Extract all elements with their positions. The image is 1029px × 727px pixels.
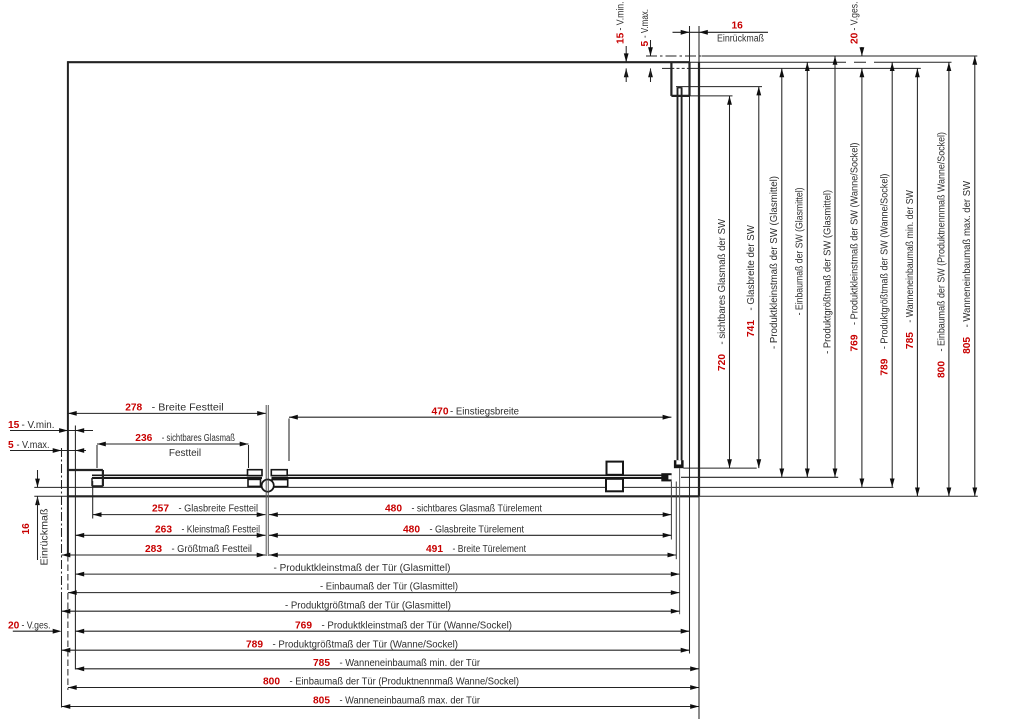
svg-text:- Produktgrößtmaß der Tür (Wan: - Produktgrößtmaß der Tür (Wanne/Sockel) <box>273 639 459 650</box>
svg-text:Einrückmaß: Einrückmaß <box>39 509 50 566</box>
svg-text:800: 800 <box>936 361 947 378</box>
svg-text:5: 5 <box>640 41 651 47</box>
svg-text:- Produktgrößtmaß der SW (Glas: - Produktgrößtmaß der SW (Glasmittel) <box>822 190 833 354</box>
svg-text:470: 470 <box>432 407 449 418</box>
svg-text:- Wanneneinbaumaß max. der SW: - Wanneneinbaumaß max. der SW <box>962 180 973 327</box>
svg-text:480: 480 <box>403 524 420 535</box>
svg-text:15: 15 <box>8 420 20 431</box>
svg-text:- Glasbreite Festteil: - Glasbreite Festteil <box>179 504 259 515</box>
svg-text:5: 5 <box>8 440 14 451</box>
svg-text:785: 785 <box>905 332 916 349</box>
svg-text:- Produktkleinstmaß der Tür (W: - Produktkleinstmaß der Tür (Wanne/Socke… <box>322 620 513 631</box>
svg-text:16: 16 <box>21 523 32 535</box>
svg-text:- Produktkleinstmaß der Tür (G: - Produktkleinstmaß der Tür (Glasmittel) <box>274 563 451 574</box>
svg-text:283: 283 <box>145 544 162 555</box>
svg-text:- sichtbares Glasmaß Türelemen: - sichtbares Glasmaß Türelement <box>412 504 543 515</box>
svg-text:- Wanneneinbaumaß max. der Tür: - Wanneneinbaumaß max. der Tür <box>340 696 481 707</box>
svg-text:- Einbaumaß der SW (Produktnen: - Einbaumaß der SW (Produktnennmaß Wanne… <box>936 132 947 352</box>
svg-text:- Produktgrößtmaß der SW (Wann: - Produktgrößtmaß der SW (Wanne/Sockel) <box>880 174 891 350</box>
svg-text:- sichtbares Glasmaß: - sichtbares Glasmaß <box>162 433 235 444</box>
svg-text:805: 805 <box>313 696 330 707</box>
svg-text:480: 480 <box>385 504 402 515</box>
svg-text:- Glasbreite der SW: - Glasbreite der SW <box>746 224 757 310</box>
svg-text:- Glasbreite Türelement: - Glasbreite Türelement <box>430 524 525 535</box>
svg-text:- Wanneneinbaumaß min. der Tür: - Wanneneinbaumaß min. der Tür <box>340 658 481 669</box>
svg-text:- Breite Festteil: - Breite Festteil <box>152 402 224 413</box>
svg-text:278: 278 <box>125 402 142 413</box>
svg-text:- Breite Türelement: - Breite Türelement <box>453 544 527 555</box>
svg-text:- V.ges.: - V.ges. <box>22 620 51 631</box>
svg-text:769: 769 <box>295 620 312 631</box>
svg-text:20: 20 <box>8 620 20 631</box>
svg-text:Festteil: Festteil <box>169 448 201 459</box>
svg-text:16: 16 <box>732 20 744 31</box>
svg-text:741: 741 <box>746 320 757 337</box>
svg-text:805: 805 <box>962 337 973 354</box>
svg-text:- Einbaumaß der Tür (Produktne: - Einbaumaß der Tür (Produktnennmaß Wann… <box>290 677 520 688</box>
svg-text:- Produktkleinstmaß der SW (Gl: - Produktkleinstmaß der SW (Glasmittel) <box>769 176 780 349</box>
svg-text:- Einstiegsbreite: - Einstiegsbreite <box>450 407 519 418</box>
svg-text:491: 491 <box>426 544 443 555</box>
svg-text:769: 769 <box>849 334 860 351</box>
svg-text:- sichtbares Glasmaß der SW: - sichtbares Glasmaß der SW <box>717 218 728 344</box>
svg-text:236: 236 <box>135 433 152 444</box>
svg-text:- Wanneneinbaumaß min. der SW: - Wanneneinbaumaß min. der SW <box>905 190 916 323</box>
svg-text:800: 800 <box>263 677 280 688</box>
svg-text:- V.ges.: - V.ges. <box>850 2 861 31</box>
svg-text:720: 720 <box>717 354 728 371</box>
svg-text:- Einbaumaß der SW (Glasmittel: - Einbaumaß der SW (Glasmittel) <box>795 187 806 315</box>
svg-text:Einrückmaß: Einrückmaß <box>717 33 764 44</box>
svg-text:789: 789 <box>246 639 263 650</box>
svg-text:20: 20 <box>850 32 861 44</box>
svg-text:- V.max.: - V.max. <box>640 9 651 38</box>
svg-text:15: 15 <box>615 32 626 44</box>
svg-text:- Einbaumaß der Tür (Glasmitte: - Einbaumaß der Tür (Glasmittel) <box>320 582 458 593</box>
svg-text:- Produktgrößtmaß der Tür (Gla: - Produktgrößtmaß der Tür (Glasmittel) <box>285 600 451 611</box>
svg-text:- V.min.: - V.min. <box>22 420 55 431</box>
svg-text:257: 257 <box>152 504 169 515</box>
svg-text:789: 789 <box>880 358 891 375</box>
svg-text:785: 785 <box>313 658 330 669</box>
svg-text:- V.min.: - V.min. <box>615 2 626 31</box>
svg-text:263: 263 <box>155 524 172 535</box>
svg-text:- Produktkleinstmaß der SW (Wa: - Produktkleinstmaß der SW (Wanne/Sockel… <box>849 142 860 325</box>
svg-text:- V.max.: - V.max. <box>17 440 50 451</box>
svg-text:- Größtmaß Festteil: - Größtmaß Festteil <box>172 544 253 555</box>
svg-text:- Kleinstmaß Festteil: - Kleinstmaß Festteil <box>182 524 261 535</box>
